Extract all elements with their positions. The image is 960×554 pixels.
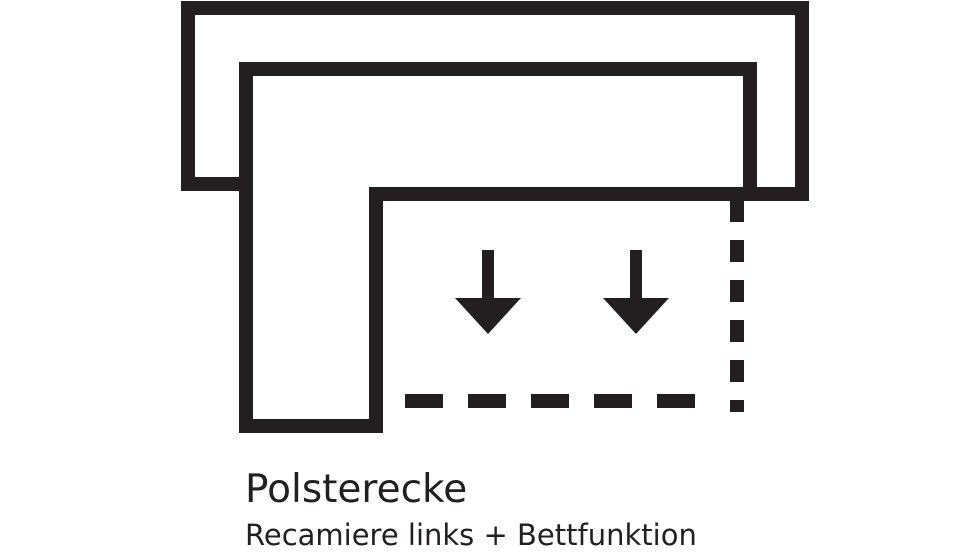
down-arrow-icon bbox=[455, 250, 521, 334]
sofa-seat-outline bbox=[239, 62, 757, 433]
sofa-backrest-outline bbox=[181, 1, 809, 201]
caption-title: Polsterecke bbox=[245, 467, 468, 512]
caption-subtitle: Recamiere links + Bettfunktion bbox=[245, 518, 697, 552]
down-arrow-icon bbox=[603, 250, 669, 334]
